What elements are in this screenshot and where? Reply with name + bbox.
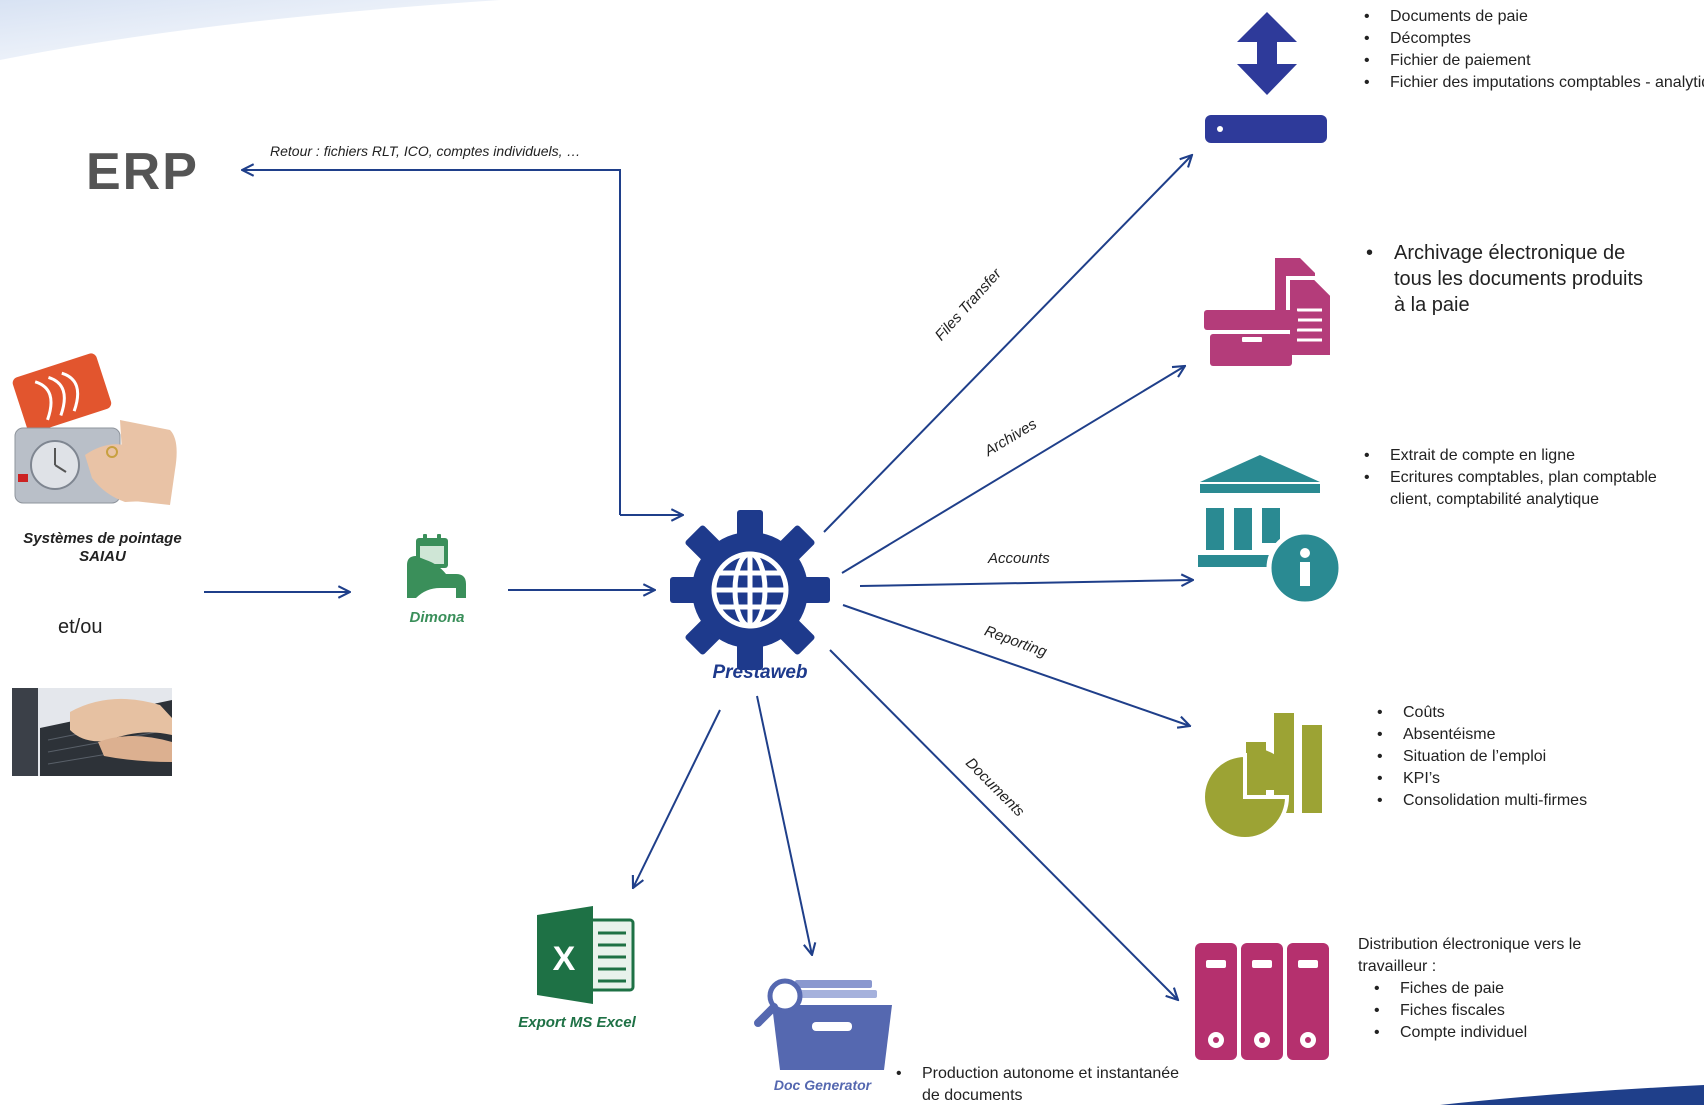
list-item: Décomptes [1364, 28, 1704, 50]
list-item: Absentéisme [1377, 724, 1703, 746]
prestaweb-label: Prestaweb [712, 662, 808, 683]
pointage-caption-line2: SAIAU [79, 548, 126, 565]
documents-output-list: Fiches de paie Fiches fiscales Compte in… [1372, 978, 1660, 1044]
list-item: Fichier de paiement [1364, 50, 1704, 72]
gear-globe-icon [670, 510, 830, 670]
list-item: Consolidation multi-firmes [1377, 790, 1703, 812]
arrow-return-to-erp [242, 170, 621, 515]
transfer-icon [1205, 12, 1327, 143]
arrow-archives [841, 366, 1185, 574]
documents-output-intro: Distribution électronique vers le travai… [1358, 936, 1582, 975]
pointage-caption-line1: Systèmes de pointage [23, 530, 182, 547]
arrow-reporting [842, 604, 1190, 726]
arrow-documents [829, 649, 1178, 1000]
excel-icon: X [537, 906, 635, 1004]
dimona-label: Dimona [409, 609, 465, 626]
background-swoosh-bottom [1440, 1085, 1704, 1105]
arrow-files-transfer [823, 155, 1192, 533]
badge-card-illustration [12, 353, 177, 505]
binders-icon [1195, 943, 1329, 1060]
return-files-label: Retour : fichiers RLT, ICO, comptes indi… [270, 143, 581, 159]
doc-generator-label: Doc Generator [773, 1077, 872, 1093]
list-item: Fiches fiscales [1374, 1000, 1660, 1022]
list-item: Extrait de compte en ligne [1364, 445, 1680, 467]
reporting-output-list: Coûts Absentéisme Situation de l’emploi … [1375, 702, 1703, 812]
edge-label-accounts: Accounts [988, 550, 1050, 567]
list-item: Documents de paie [1364, 6, 1704, 28]
arrow-accounts [859, 580, 1193, 587]
list-item: Archivage électronique de tous les docum… [1366, 240, 1644, 318]
list-item: Compte individuel [1374, 1022, 1660, 1044]
list-item: Ecritures comptables, plan comptable cli… [1364, 467, 1680, 511]
erp-label: ERP [86, 143, 199, 201]
arrow-to-excel [633, 709, 721, 888]
bank-info-icon [1198, 455, 1344, 607]
docgen-output-list: Production autonome et instantanée de do… [894, 1063, 1182, 1107]
accounts-output-list: Extrait de compte en ligne Ecritures com… [1362, 445, 1680, 511]
dimona-icon [407, 534, 466, 598]
svg-text:X: X [553, 940, 576, 978]
list-item: Production autonome et instantanée de do… [896, 1063, 1182, 1107]
archives-output-list: Archivage électronique de tous les docum… [1364, 240, 1644, 318]
list-item: Fichier des imputations comptables - ana… [1364, 72, 1704, 94]
list-item: Fiches de paie [1374, 978, 1660, 1000]
reporting-chart-icon [1201, 713, 1322, 841]
background-swoosh-top [0, 0, 500, 60]
arrow-to-docgen [756, 695, 812, 955]
pointage-caption: Systèmes de pointage SAIAU [0, 530, 205, 566]
and-or-label: et/ou [58, 616, 103, 638]
list-item: Situation de l’emploi [1377, 746, 1703, 768]
archive-icon [1204, 258, 1334, 366]
excel-export-label: Export MS Excel [518, 1014, 636, 1031]
list-item: Coûts [1377, 702, 1703, 724]
list-item: KPI’s [1377, 768, 1703, 790]
doc-generator-icon [754, 978, 892, 1070]
laptop-typing-illustration [12, 688, 172, 776]
transfer-output-list: Documents de paie Décomptes Fichier de p… [1362, 6, 1704, 94]
